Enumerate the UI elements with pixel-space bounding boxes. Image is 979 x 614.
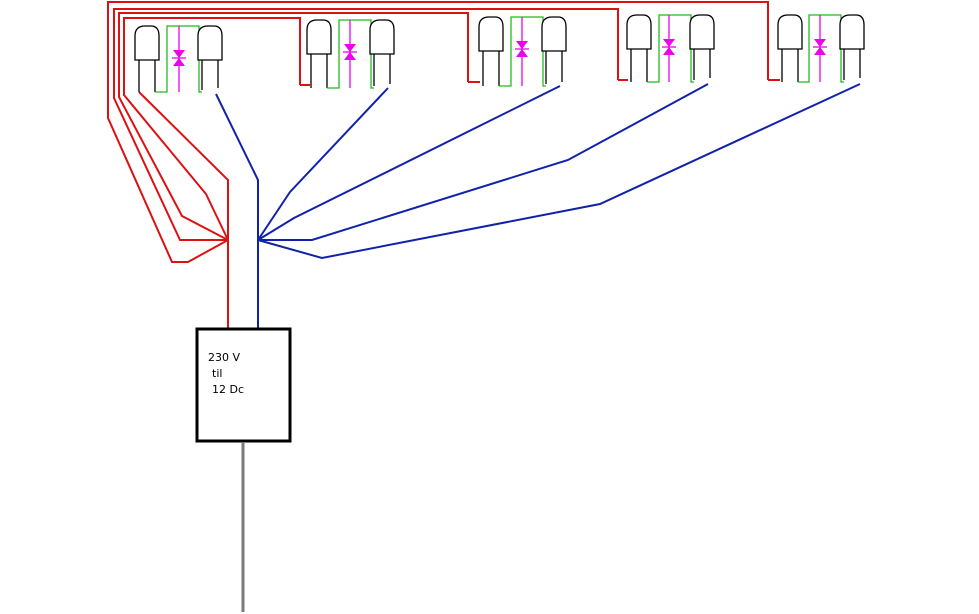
switch-icon	[814, 39, 826, 55]
internal-link	[798, 14, 844, 83]
lamp-left-icon	[134, 25, 160, 61]
lamp-right-icon	[689, 14, 715, 50]
internal-link	[155, 25, 202, 93]
switch-icon	[173, 50, 185, 66]
blue-wire-unit-3	[257, 85, 561, 241]
blue-wire-unit-2	[257, 87, 389, 241]
switch-icon	[344, 44, 356, 60]
lamp-right-icon	[197, 25, 223, 61]
lamp-unit-2	[306, 19, 395, 89]
switch-icon	[663, 39, 675, 55]
blue-wire-unit-5	[257, 83, 861, 260]
red-wire-unit-3	[118, 12, 469, 241]
lamp-left-icon	[626, 14, 652, 50]
internal-link	[647, 14, 694, 83]
psu-label-line3: 12 Dc	[212, 383, 244, 396]
power-supply: 230 V til 12 Dc	[195, 327, 292, 443]
lamp-unit-4	[626, 14, 715, 83]
positive-wires	[107, 1, 780, 328]
psu-label-line1: 230 V	[208, 351, 240, 364]
lamp-right-icon	[839, 14, 865, 50]
internal-link	[327, 19, 374, 89]
blue-wire-unit-1	[215, 93, 259, 240]
psu-label-line2: til	[212, 367, 222, 380]
red-wire-unit-1	[138, 91, 229, 240]
red-wire-unit-2	[123, 17, 301, 241]
lamp-unit-3	[478, 16, 567, 87]
lamp-unit-1	[134, 25, 223, 93]
negative-wires	[215, 83, 861, 328]
lamp-unit-5	[777, 14, 865, 83]
blue-wire-unit-4	[258, 83, 709, 241]
switch-icon	[516, 41, 528, 57]
red-wire-unit-5	[107, 1, 769, 263]
lamp-left-icon	[478, 16, 504, 52]
lamp-units	[134, 14, 865, 93]
lamp-right-icon	[369, 19, 395, 55]
lamp-right-icon	[541, 16, 567, 52]
lamp-left-icon	[306, 19, 332, 55]
red-wire-unit-4	[113, 8, 619, 241]
internal-link	[499, 16, 546, 87]
power-supply-box	[195, 327, 292, 443]
lamp-left-icon	[777, 14, 803, 50]
